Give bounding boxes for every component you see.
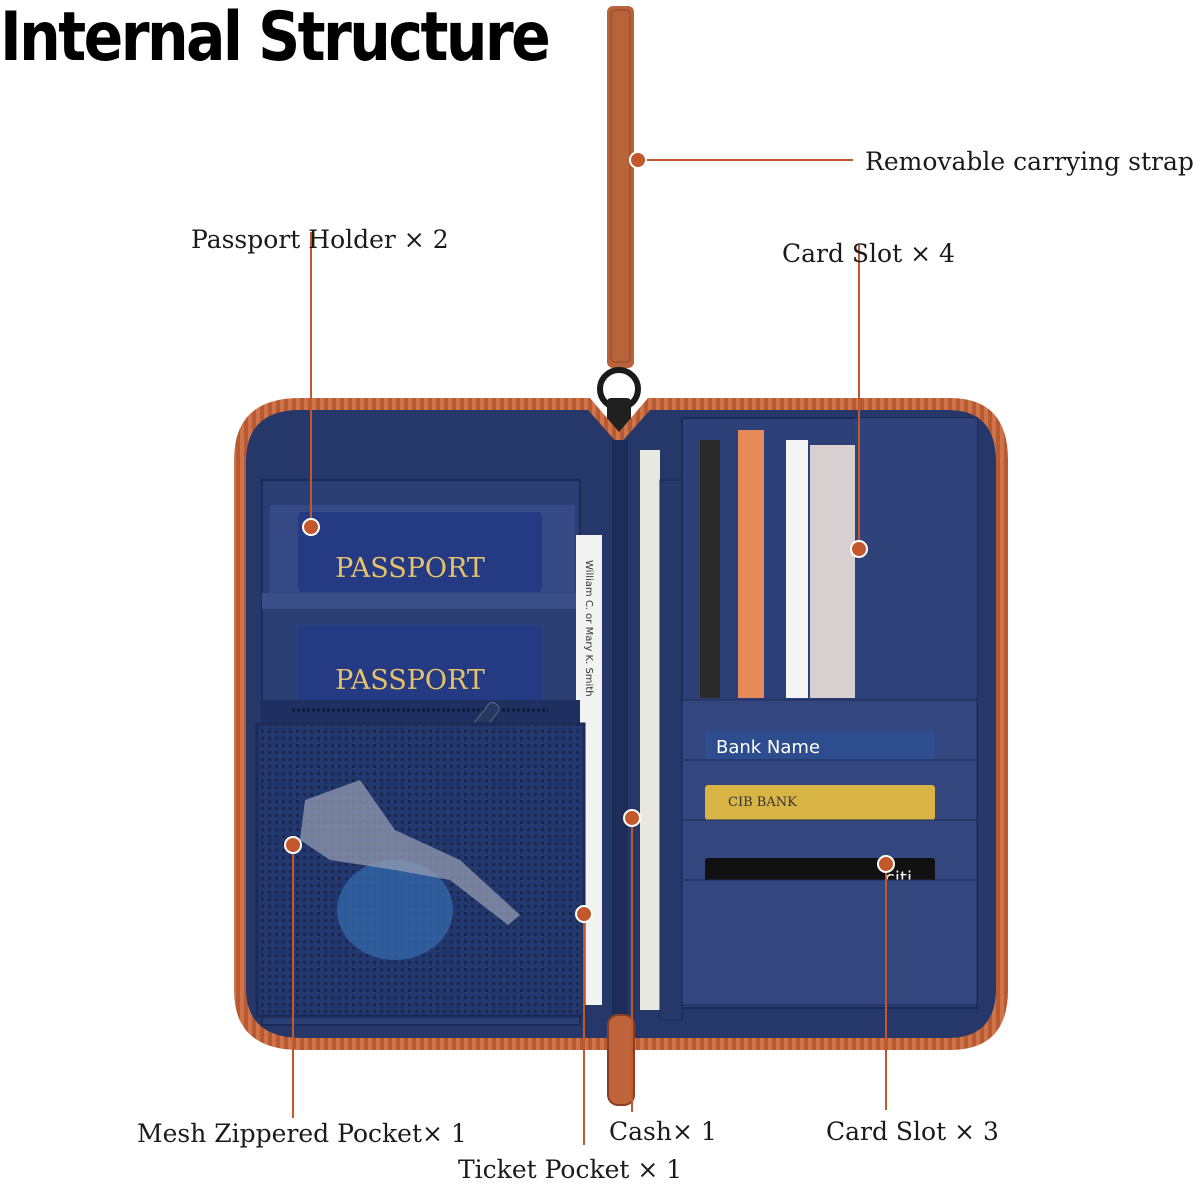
passport-label-1: PASSPORT	[335, 553, 485, 584]
callout-passport-holder: Passport Holder × 2	[191, 225, 449, 254]
callout-card-slot-bottom: Card Slot × 3	[826, 1117, 999, 1146]
passport-label-2: PASSPORT	[335, 665, 485, 696]
page-title: Internal Structure	[0, 0, 551, 77]
right-panel: Bank Name CIB BANK citi	[640, 417, 978, 1021]
callout-strap: Removable carrying strap	[865, 147, 1194, 176]
callout-card-slot-top: Card Slot × 4	[782, 239, 955, 268]
ticket-text: William C. or Mary K. Smith	[583, 560, 594, 697]
carrying-strap	[597, 6, 641, 434]
left-panel: PASSPORT PASSPORT William C. or Mary K. …	[255, 479, 602, 1026]
callout-ticket-pocket: Ticket Pocket × 1	[458, 1155, 683, 1184]
zipper-pull	[607, 1014, 635, 1106]
cib-bank-card: CIB BANK	[728, 795, 797, 810]
callout-cash: Cash× 1	[609, 1117, 717, 1146]
callout-leaders	[284, 151, 895, 1145]
bank-name-card: Bank Name	[716, 737, 820, 758]
callout-mesh-pocket: Mesh Zippered Pocket× 1	[137, 1119, 467, 1148]
